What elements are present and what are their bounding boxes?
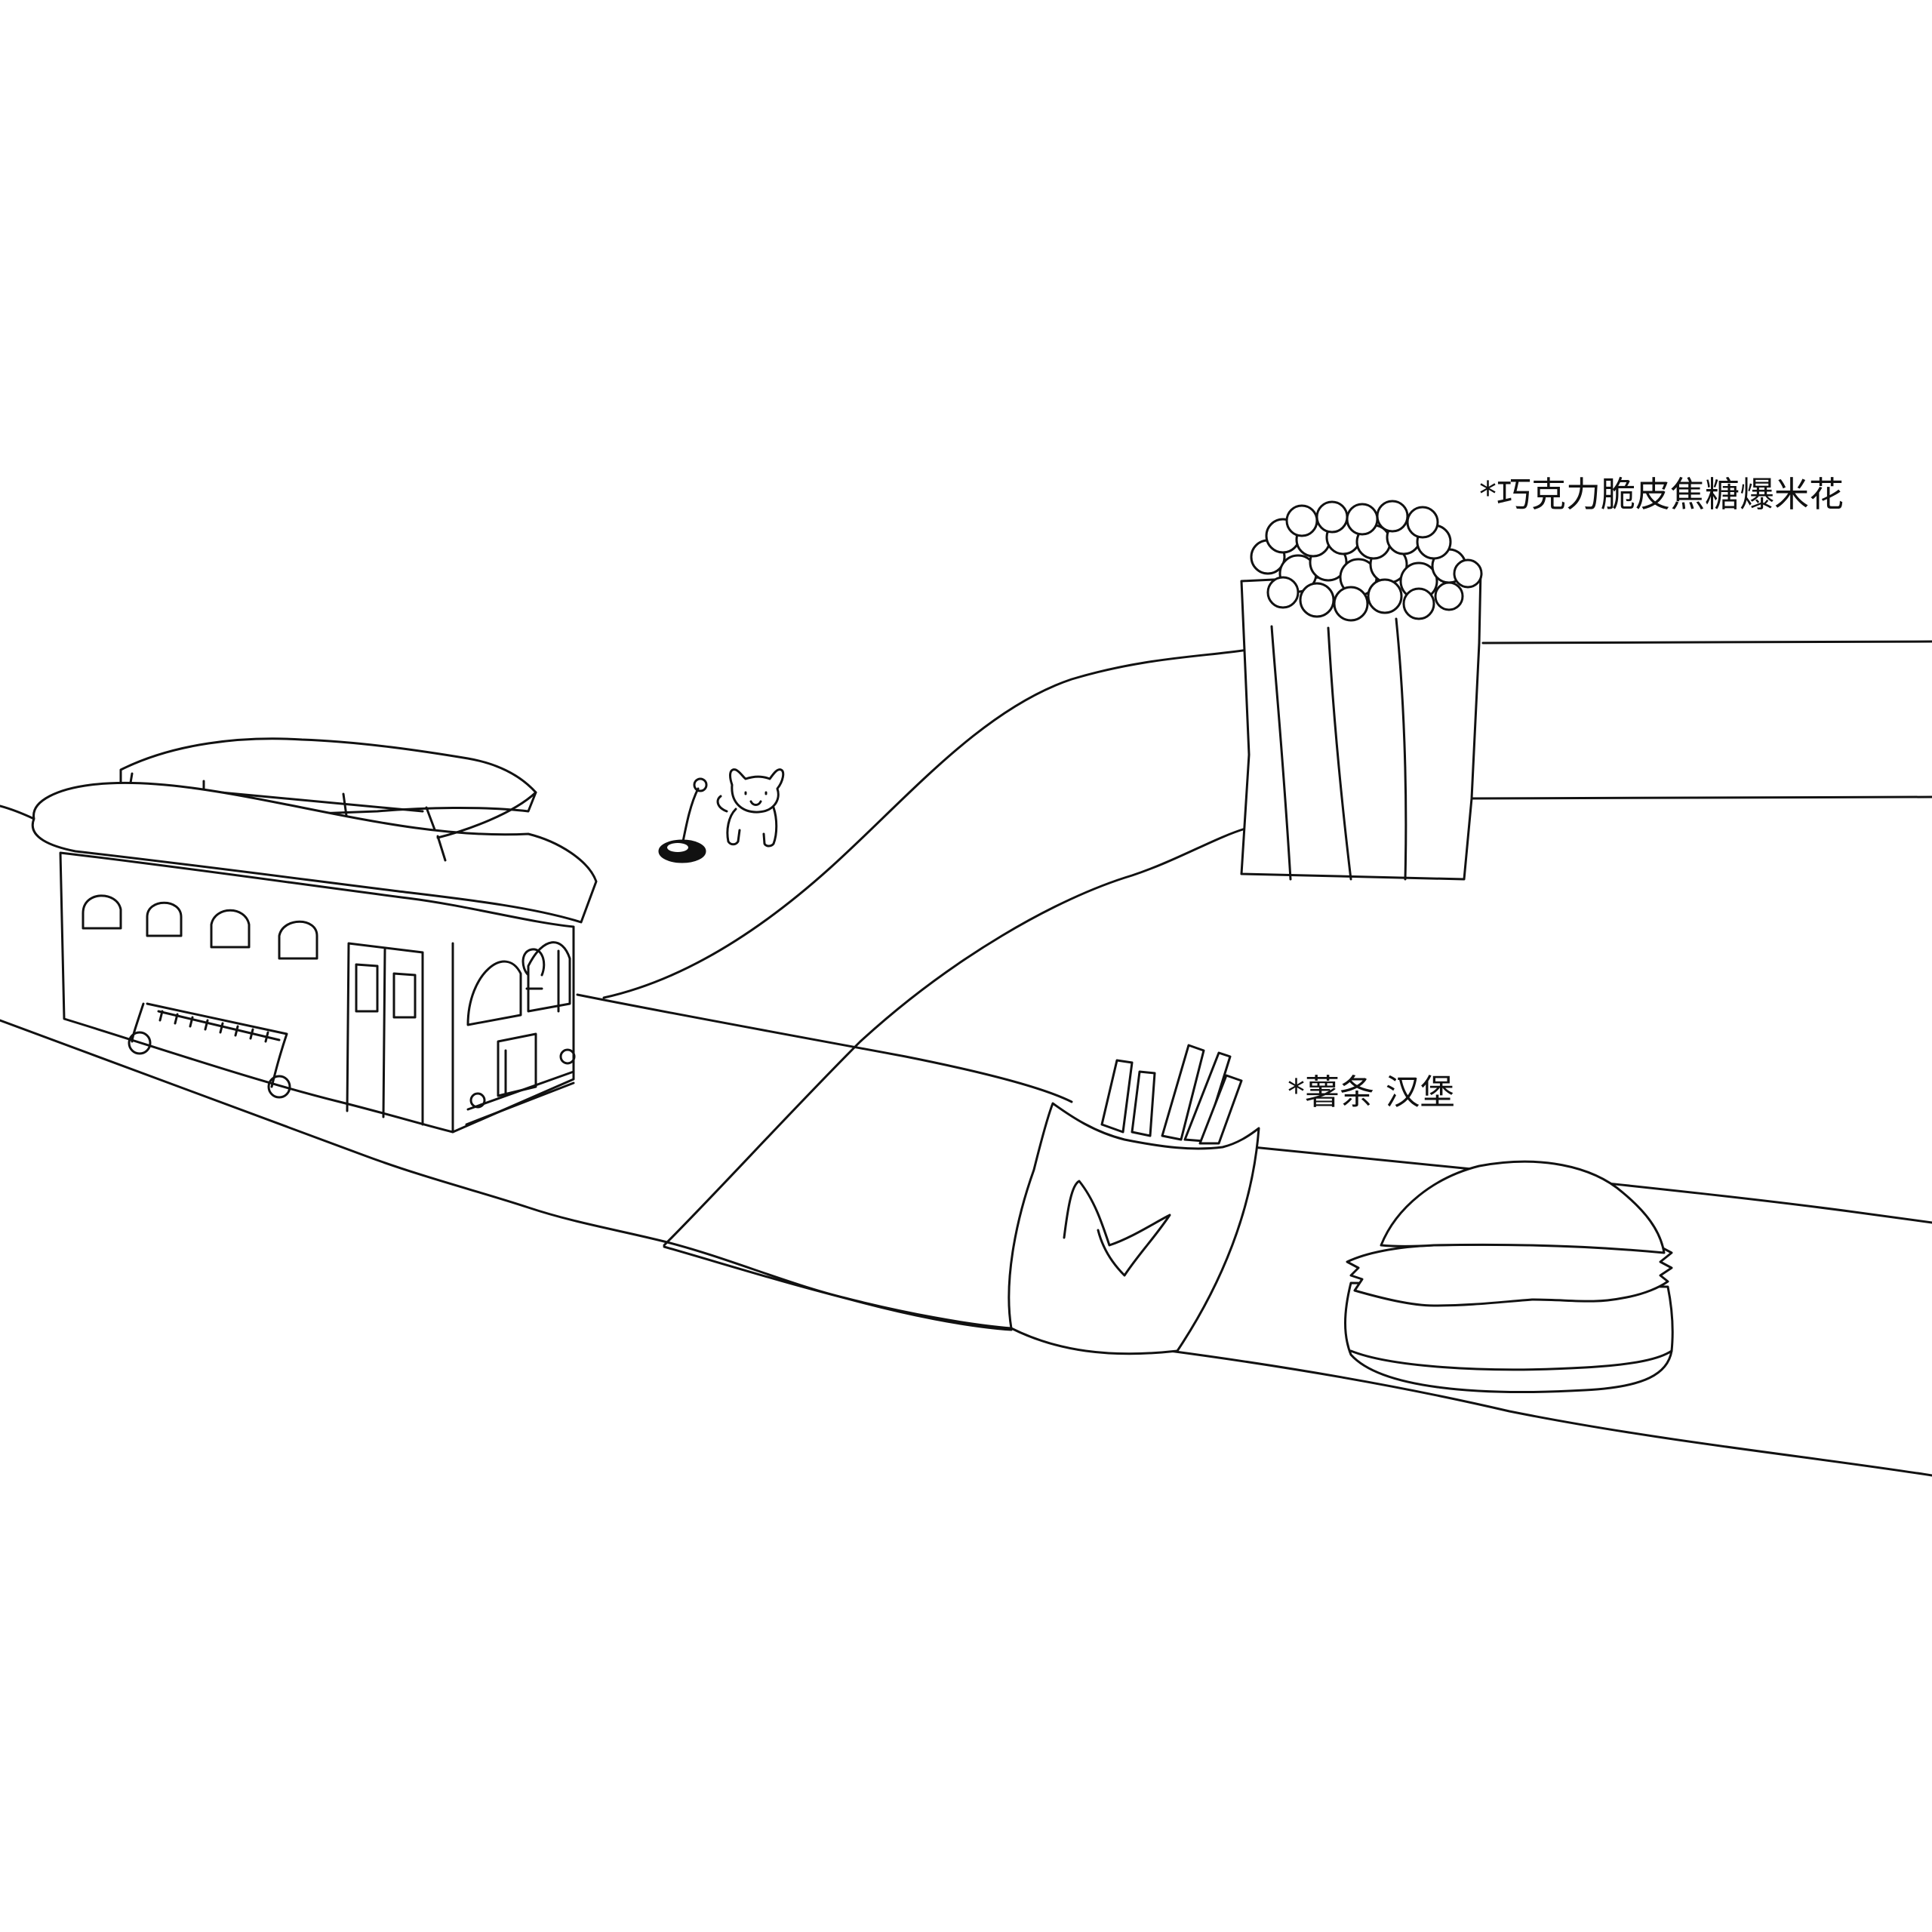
fries-stick-2 bbox=[1131, 1070, 1156, 1137]
fries-stick-3 bbox=[1161, 1044, 1205, 1141]
tram-headlight bbox=[559, 1048, 576, 1065]
tram-front-windows bbox=[466, 941, 571, 1026]
tram-door bbox=[346, 942, 424, 1126]
fries-icon bbox=[1008, 1044, 1260, 1355]
middle-road-edge bbox=[576, 993, 1073, 1103]
burger-top-bun bbox=[1380, 1160, 1666, 1254]
cherry-icon bbox=[658, 777, 708, 863]
tram-roof-base bbox=[31, 781, 598, 924]
lower-road-edge bbox=[663, 1245, 1013, 1331]
fries-stick-1 bbox=[1100, 1059, 1134, 1134]
tram-skirt-stripes bbox=[158, 1010, 269, 1043]
tram-wheel-left bbox=[128, 1031, 152, 1055]
cat-tail bbox=[716, 795, 728, 813]
popcorn-right-road-upper bbox=[1481, 640, 1932, 645]
fries-stick-4 bbox=[1183, 1051, 1232, 1143]
popcorn-bucket bbox=[1240, 568, 1482, 881]
tram-bumper bbox=[465, 1070, 575, 1126]
fries-burger-label: *薯条 汉堡 bbox=[1287, 1072, 1455, 1112]
cat-head bbox=[729, 768, 785, 814]
burger-icon bbox=[1344, 1160, 1674, 1394]
popcorn-stripes bbox=[1270, 617, 1407, 881]
popcorn-label: *巧克力脆皮焦糖爆米花 bbox=[1479, 474, 1844, 515]
tram-icon bbox=[31, 737, 598, 1134]
popcorn-right-road-lower bbox=[1466, 795, 1932, 800]
cat-body bbox=[726, 806, 778, 848]
curving-road-right bbox=[663, 827, 1247, 1247]
tram-person-in-window bbox=[521, 948, 546, 990]
fries-bag bbox=[1008, 1102, 1260, 1355]
popcorn-kernels bbox=[1250, 500, 1483, 622]
burger-lettuce bbox=[1346, 1243, 1673, 1307]
upper-left-road-edge bbox=[0, 804, 35, 820]
cat-icon bbox=[716, 768, 785, 848]
cat-face bbox=[744, 791, 768, 806]
tram-wheel-right bbox=[267, 1075, 291, 1099]
tram-front-lamp bbox=[469, 1092, 486, 1109]
tram-body bbox=[59, 851, 575, 1134]
tram-door-windows bbox=[355, 963, 417, 1019]
popcorn-icon bbox=[1240, 500, 1483, 881]
burger-bun-line bbox=[1349, 1349, 1673, 1371]
bottom-road-edge bbox=[1168, 1349, 1932, 1477]
tram-bottom-skirt bbox=[131, 1002, 288, 1088]
cherry-stem bbox=[681, 787, 700, 843]
tram-roof-ridge bbox=[436, 791, 537, 862]
fries-stick-5 bbox=[1198, 1074, 1243, 1145]
fries-bag-m-logo bbox=[1063, 1180, 1171, 1277]
tram-windows bbox=[82, 894, 318, 960]
tram-front-door bbox=[497, 1032, 537, 1097]
curving-road-left bbox=[602, 648, 1254, 999]
